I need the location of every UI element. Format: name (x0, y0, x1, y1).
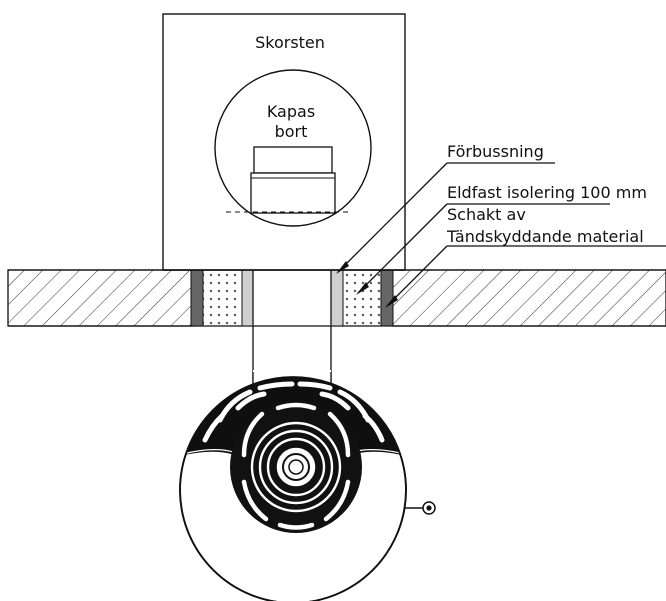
cut-label-line1: Kapas (267, 102, 315, 121)
shaft-label-line1: Schakt av (447, 205, 526, 224)
stove (179, 370, 436, 601)
cut-away-detail (214, 69, 372, 227)
insulation-label: Eldfast isolering 100 mm (447, 183, 647, 202)
ceiling-structure (7, 269, 666, 327)
lining (241, 269, 344, 327)
cut-label-line2: bort (275, 122, 308, 141)
chimney-label: Skorsten (255, 33, 325, 52)
lining-label: Förbussning (447, 142, 544, 161)
leader-lines (336, 162, 666, 308)
leader-lining (336, 162, 555, 274)
shaft-label-line2: Tändskyddande material (446, 227, 644, 246)
leader-insulation (356, 203, 610, 295)
leader-shaft (385, 245, 666, 308)
insulation (202, 269, 382, 327)
